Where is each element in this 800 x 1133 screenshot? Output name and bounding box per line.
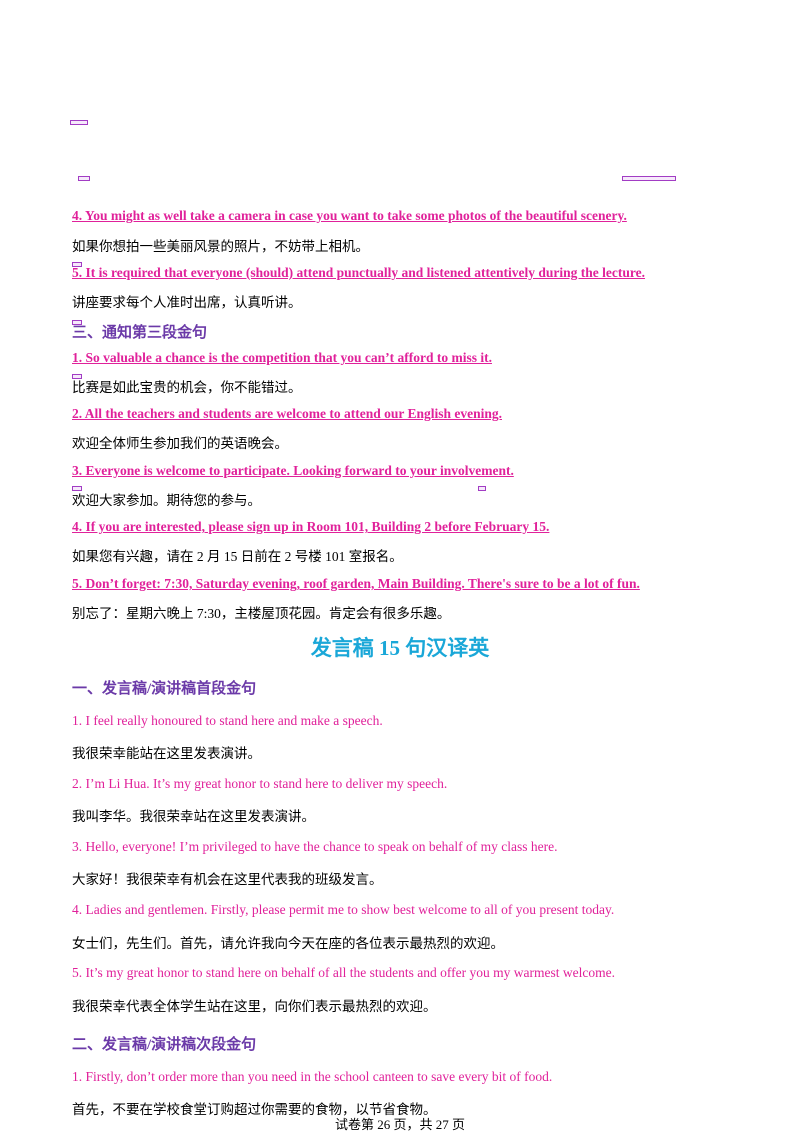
section-heading-notice-3: 三、通知第三段金句 <box>72 325 208 341</box>
speech1-item-5-en: 5. It’s my great honor to stand here on … <box>72 965 615 980</box>
s3-item-2-en: 2. All the teachers and students are wel… <box>72 406 502 421</box>
notice-item-5-en: 5. It is required that everyone (should)… <box>72 265 646 280</box>
speech1-item-2-en: 2. I’m Li Hua. It’s my great honor to st… <box>72 776 448 791</box>
speech2-item-1-zh: 首先，不要在学校食堂订购超过你需要的食物，以节省食物。 <box>72 1102 437 1117</box>
s3-item-4-en: 4. If you are interested, please sign up… <box>72 519 550 534</box>
speech1-item-2-zh: 我叫李华。我很荣幸站在这里发表演讲。 <box>72 809 315 824</box>
notice-item-5-zh: 讲座要求每个人准时出席，认真听讲。 <box>72 295 302 310</box>
revision-marker <box>78 176 90 181</box>
s3-item-4-zh: 如果您有兴趣，请在 2 月 15 日前在 2 号楼 101 室报名。 <box>72 549 403 564</box>
s3-item-5-zh: 别忘了：星期六晚上 7:30，主楼屋顶花园。肯定会有很多乐趣。 <box>72 606 451 621</box>
section-heading-speech-2: 二、发言稿/演讲稿次段金句 <box>72 1037 257 1053</box>
revision-marker <box>72 262 82 267</box>
revision-marker <box>70 120 88 125</box>
s3-item-3-zh: 欢迎大家参加。期待您的参与。 <box>72 493 261 508</box>
page-title: 发言稿 15 句汉译英 <box>310 636 490 660</box>
notice-item-4-en: 4. You might as well take a camera in ca… <box>72 208 627 223</box>
section-heading-speech-1: 一、发言稿/演讲稿首段金句 <box>72 681 257 697</box>
speech1-item-4-en: 4. Ladies and gentlemen. Firstly, please… <box>72 902 615 917</box>
revision-marker <box>72 320 82 325</box>
s3-item-2-zh: 欢迎全体师生参加我们的英语晚会。 <box>72 436 288 451</box>
speech1-item-3-zh: 大家好！我很荣幸有机会在这里代表我的班级发言。 <box>72 872 383 887</box>
revision-marker <box>72 374 82 379</box>
revision-marker <box>622 176 676 181</box>
speech1-item-3-en: 3. Hello, everyone! I’m privileged to ha… <box>72 839 558 854</box>
s3-item-1-en: 1. So valuable a chance is the competiti… <box>72 350 492 365</box>
s3-item-3-en: 3. Everyone is welcome to participate. L… <box>72 463 514 478</box>
speech1-item-1-en: 1. I feel really honoured to stand here … <box>72 713 383 728</box>
speech1-item-4-zh: 女士们，先生们。首先，请允许我向今天在座的各位表示最热烈的欢迎。 <box>72 936 504 951</box>
s3-item-1-zh: 比赛是如此宝贵的机会，你不能错过。 <box>72 380 302 395</box>
speech1-item-5-zh: 我很荣幸代表全体学生站在这里，向你们表示最热烈的欢迎。 <box>72 999 437 1014</box>
speech1-item-1-zh: 我很荣幸能站在这里发表演讲。 <box>72 746 261 761</box>
revision-marker <box>72 486 82 491</box>
notice-item-4-zh: 如果你想拍一些美丽风景的照片，不妨带上相机。 <box>72 239 369 254</box>
revision-marker <box>478 486 486 491</box>
speech2-item-1-en: 1. Firstly, don’t order more than you ne… <box>72 1069 553 1084</box>
page-footer: 试卷第 26 页，共 27 页 <box>334 1117 465 1132</box>
s3-item-5-en: 5. Don’t forget: 7:30, Saturday evening,… <box>72 576 640 591</box>
